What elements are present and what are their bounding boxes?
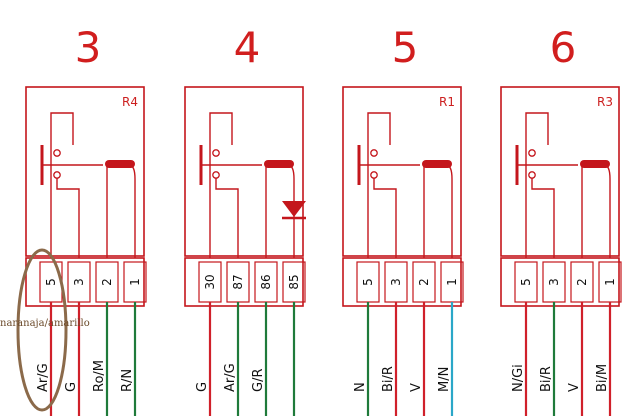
highlight-ellipse <box>16 248 68 412</box>
relay-number: 6 <box>550 23 577 72</box>
contact-return <box>531 178 555 258</box>
pin-number: 2 <box>100 278 114 286</box>
pin-number: 87 <box>231 274 245 289</box>
coil-icon <box>264 160 294 168</box>
pin-number: 2 <box>575 278 589 286</box>
pin-number: 5 <box>44 278 58 286</box>
pin-number: 3 <box>389 278 403 286</box>
relay-4: 4 30 87 86 85G Ar/G G/R <box>184 23 306 416</box>
relay-housing <box>500 86 620 257</box>
wire-label: Bi/R <box>381 366 396 392</box>
relay-number: 3 <box>75 23 102 72</box>
annotation: naranaja/amarillo <box>0 248 90 412</box>
pin-number: 5 <box>519 278 533 286</box>
wire-label: N/Gi <box>511 364 526 392</box>
contact-line <box>367 112 391 258</box>
contact-point-icon <box>528 149 536 157</box>
pin-number: 30 <box>203 274 217 289</box>
relay-housing <box>25 86 145 257</box>
wire-label: M/N <box>437 367 452 392</box>
contact-return <box>56 178 80 258</box>
relay-number: 4 <box>234 23 261 72</box>
wire-label: Ar/G <box>223 363 238 392</box>
wire-label: Ar/G <box>36 363 51 392</box>
pin-number: 1 <box>445 278 459 286</box>
contact-return <box>215 178 239 258</box>
relay-housing <box>184 86 304 257</box>
pin-number: 1 <box>128 278 142 286</box>
contact-point-icon <box>370 149 378 157</box>
contact-line <box>209 112 233 258</box>
wire-label: Ro/M <box>92 360 107 392</box>
relay-6: 6R3 5 3 2 1N/Gi Bi/R V Bi/M <box>500 23 622 416</box>
contact-line <box>525 112 549 258</box>
contact-point-icon <box>53 149 61 157</box>
diode-icon <box>282 201 306 217</box>
wire-label: V <box>567 383 582 392</box>
annotation-note: naranaja/amarillo <box>0 318 90 329</box>
contact-return <box>373 178 397 258</box>
pin-number: 85 <box>287 274 301 289</box>
wire-label: G/R <box>251 369 266 393</box>
relay-id: R4 <box>122 95 138 109</box>
coil-icon <box>580 160 610 168</box>
contact-line <box>50 112 74 258</box>
pin-number: 2 <box>417 278 431 286</box>
relay-housing <box>342 86 462 257</box>
wire-label: G <box>64 382 79 392</box>
relay-number: 5 <box>392 23 419 72</box>
wire-label: G <box>195 382 210 392</box>
relay-id: R3 <box>597 95 613 109</box>
contact-point-icon <box>370 171 378 179</box>
wire-label: Bi/M <box>595 364 610 392</box>
pin-number: 5 <box>361 278 375 286</box>
pin-number: 86 <box>259 274 273 289</box>
coil-icon <box>105 160 135 168</box>
wire-label: N <box>353 382 368 392</box>
contact-point-icon <box>212 171 220 179</box>
wire-label: V <box>409 383 424 392</box>
coil-icon <box>422 160 452 168</box>
contact-point-icon <box>528 171 536 179</box>
contact-point-icon <box>212 149 220 157</box>
pin-number: 3 <box>547 278 561 286</box>
contact-point-icon <box>53 171 61 179</box>
relay-id: R1 <box>439 95 455 109</box>
pin-number: 1 <box>603 278 617 286</box>
wire-label: R/N <box>120 369 135 392</box>
wire-label: Bi/R <box>539 366 554 392</box>
pin-number: 3 <box>72 278 86 286</box>
